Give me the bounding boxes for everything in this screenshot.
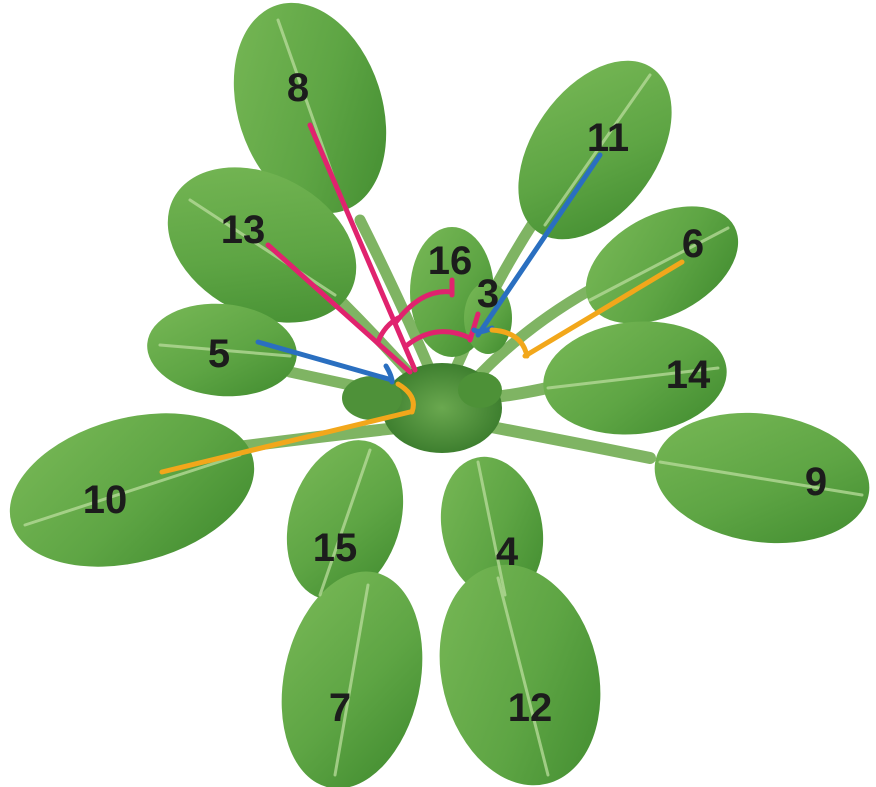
leaf-label-12: 12 — [508, 686, 553, 730]
rosette-center-bud — [458, 372, 502, 408]
leaf-label-15: 15 — [313, 526, 358, 570]
leaf-label-3: 3 — [477, 272, 499, 316]
leaf-label-11: 11 — [587, 116, 629, 160]
angle-13-8 — [378, 318, 398, 342]
leaf-label-7: 7 — [329, 686, 351, 730]
leaf-label-6: 6 — [682, 222, 704, 266]
leaf-label-5: 5 — [208, 332, 230, 376]
leaf-label-8: 8 — [287, 66, 309, 110]
leaf-label-4: 4 — [496, 530, 519, 574]
leaf-label-10: 10 — [83, 478, 128, 522]
leaf-label-14: 14 — [666, 353, 711, 397]
leaf-label-16: 16 — [428, 239, 473, 283]
leaf-label-9: 9 — [805, 460, 827, 504]
leaf-label-13: 13 — [221, 208, 266, 252]
